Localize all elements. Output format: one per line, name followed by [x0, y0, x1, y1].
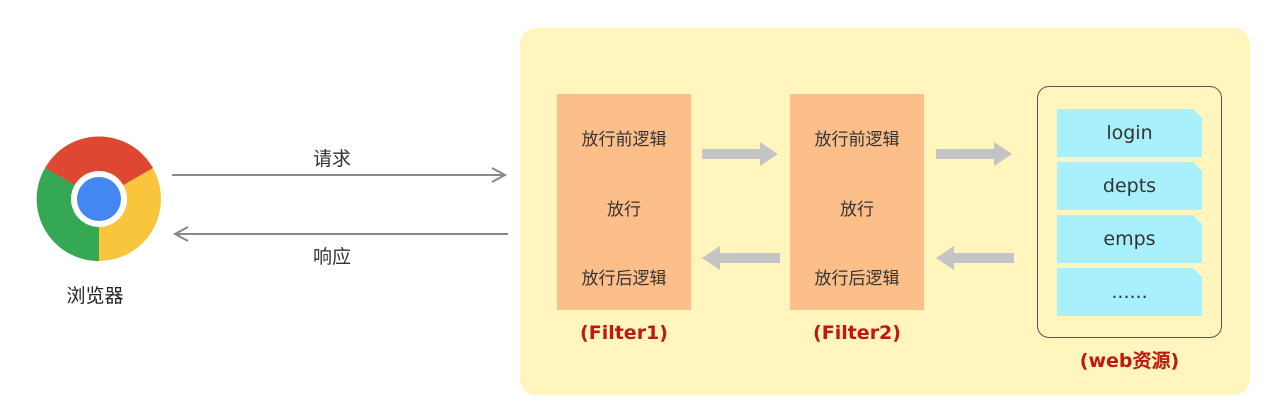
- filter1-pass: 放行: [607, 200, 641, 220]
- filter2-label: (Filter2): [813, 322, 901, 344]
- response-label: 响应: [313, 246, 352, 268]
- filter2-pre-logic: 放行前逻辑: [814, 130, 900, 150]
- resource-item-emps: emps: [1057, 215, 1202, 263]
- filter2-to-filter1-arrow: [702, 246, 780, 270]
- web-to-filter2-arrow: [936, 246, 1014, 270]
- filter1-box: 放行前逻辑 放行 放行后逻辑: [557, 94, 691, 310]
- filter1-label: (Filter1): [580, 322, 668, 344]
- resource-item-more: ......: [1057, 268, 1202, 316]
- filter1-post-logic: 放行后逻辑: [581, 269, 667, 289]
- resource-item-depts: depts: [1057, 162, 1202, 210]
- filter2-pass: 放行: [840, 200, 874, 220]
- request-label: 请求: [313, 148, 352, 170]
- filter1-pre-logic: 放行前逻辑: [581, 130, 667, 150]
- resource-item-login: login: [1057, 109, 1202, 157]
- web-resources-frame: [1037, 86, 1222, 338]
- filter2-to-web-arrow: [936, 142, 1012, 166]
- web-resources-label: (web资源): [1079, 350, 1180, 372]
- filter2-box: 放行前逻辑 放行 放行后逻辑: [790, 94, 924, 310]
- filter2-post-logic: 放行后逻辑: [814, 269, 900, 289]
- filter1-to-filter2-arrow: [702, 142, 778, 166]
- request-arrow: [172, 167, 508, 183]
- response-arrow: [172, 226, 508, 242]
- chrome-icon: [36, 136, 161, 262]
- browser-label: 浏览器: [66, 285, 124, 307]
